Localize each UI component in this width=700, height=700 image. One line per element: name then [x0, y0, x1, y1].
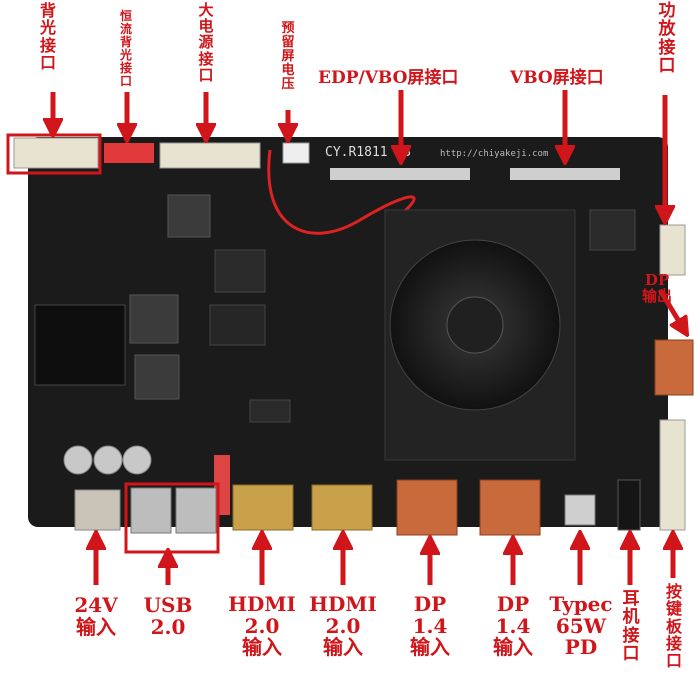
arrow-dp-output — [657, 288, 683, 328]
dp-output-port — [654, 339, 694, 396]
typec-port — [564, 494, 596, 526]
vbo-connector — [510, 168, 620, 180]
label-backlight: 背光接口 — [39, 1, 56, 72]
chip — [249, 399, 291, 423]
reserved-voltage-connector — [282, 142, 310, 164]
chip — [209, 304, 266, 346]
transformer — [34, 304, 126, 386]
label-dp-2: DP 1.4 输入 — [493, 592, 533, 660]
inductor — [129, 294, 179, 344]
svg-text:CY.R1811 V3: CY.R1811 V3 — [325, 145, 411, 160]
big-power-connector — [159, 142, 261, 169]
label-hdmi-2: HDMI 2.0 输入 — [309, 592, 377, 660]
label-big-power: 大电源接口 — [198, 1, 214, 84]
usb-port — [130, 487, 172, 534]
usb-port — [175, 487, 217, 534]
backlight-connector — [13, 137, 99, 169]
constant-backlight-connector — [104, 143, 154, 163]
label-reserved-screen-voltage: 预留屏电压 — [281, 21, 295, 93]
label-amp: 功放接口 — [658, 1, 676, 77]
chip — [214, 249, 266, 293]
label-24v-input: 24V 输入 — [74, 593, 118, 639]
inductor — [134, 354, 180, 400]
amp-connector — [659, 224, 686, 276]
label-keypad: 按键板接口 — [665, 582, 682, 671]
label-edp-vbo: EDP/VBO屏接口 — [318, 68, 459, 88]
label-usb: USB 2.0 — [143, 593, 193, 639]
label-vbo: VBO屏接口 — [510, 68, 604, 88]
edp-vbo-connector — [330, 168, 470, 180]
label-dp-1: DP 1.4 输入 — [410, 592, 450, 660]
label-hdmi-1: HDMI 2.0 输入 — [228, 592, 296, 660]
inductor — [167, 194, 211, 238]
label-earphone: 耳机接口 — [622, 589, 640, 665]
hdmi-port-1 — [232, 484, 294, 531]
label-constant-backlight: 恒流背光接口 — [119, 9, 132, 88]
chip — [589, 209, 636, 251]
dp-port-1 — [396, 479, 458, 536]
dc-24v-jack — [74, 489, 121, 531]
svg-text:http://chiyakeji.com: http://chiyakeji.com — [440, 149, 548, 159]
hdmi-port-2 — [311, 484, 373, 531]
label-typec: Typec 65W PD — [549, 592, 613, 660]
keypad-connector — [659, 419, 686, 531]
label-dp-output: DP 输出 — [641, 271, 672, 306]
dp-port-2 — [479, 479, 541, 536]
